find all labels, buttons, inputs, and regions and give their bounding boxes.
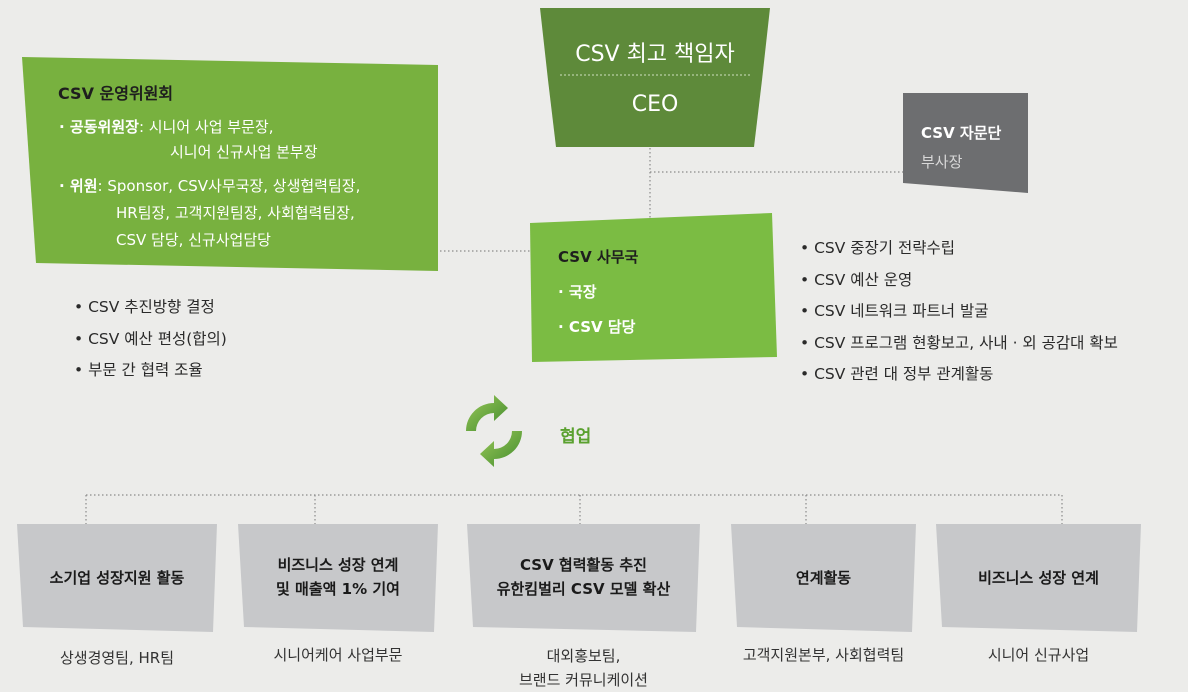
advisory-sub: 부사장 — [921, 153, 963, 171]
bullet-dot: · — [558, 283, 569, 301]
co-chair-line2: 시니어 신규사업 본부장 — [170, 143, 318, 161]
bottom-unit-title: 비즈니스 성장 연계 — [936, 566, 1141, 590]
bottom-unit-team: 시니어 신규사업 — [936, 643, 1141, 667]
bottom-unit-team-line1: 시니어 신규사업 — [987, 646, 1090, 664]
bottom-unit-box: 비즈니스 성장 연계 — [936, 524, 1141, 632]
secretariat-box: CSV 사무국 · 국장 · CSV 담당 — [530, 213, 778, 362]
member-line3: CSV 담당, 신규사업담당 — [116, 231, 271, 249]
co-chair-label: 공동위원장 — [69, 118, 139, 136]
recycle-arrows-icon — [456, 395, 532, 467]
ceo-box: CSV 최고 책임자 CEO — [540, 8, 770, 148]
list-item: CSV 프로그램 현황보고, 사내 · 외 공감대 확보 — [800, 328, 1118, 360]
bottom-unit-line2: 유한킴벌리 CSV 모델 확산 — [496, 580, 671, 598]
bottom-unit-team-line1: 시니어케어 사업부문 — [273, 646, 403, 664]
bottom-unit-line1: 연계활동 — [795, 569, 852, 587]
secretariat-title: CSV 사무국 — [558, 248, 639, 266]
bottom-unit-team-line2: 브랜드 커뮤니케이션 — [519, 671, 648, 689]
bottom-unit-title: 비즈니스 성장 연계 및 매출액 1% 기여 — [238, 553, 438, 601]
bottom-unit-team-line1: 대외홍보팀, — [546, 647, 621, 665]
advisory-title: CSV 자문단 — [921, 124, 1002, 142]
bottom-unit-team: 시니어케어 사업부문 — [238, 643, 438, 667]
bullet-dot: · — [59, 118, 70, 136]
secretariat-item: · CSV 담당 — [558, 316, 635, 337]
secretariat-item-label: CSV 담당 — [568, 318, 636, 336]
bullet-dot: · — [558, 318, 569, 336]
bottom-unit-box: 소기업 성장지원 활동 — [17, 524, 217, 632]
advisory-box: CSV 자문단 부사장 — [903, 93, 1028, 194]
bottom-unit-line2: 및 매출액 1% 기여 — [276, 580, 400, 598]
committee-box: CSV 운영위원회 · 공동위원장: 시니어 사업 부문장, 시니어 신규사업 … — [22, 57, 440, 272]
list-item: CSV 추진방향 결정 — [74, 292, 227, 324]
bottom-unit-title: 연계활동 — [731, 566, 916, 590]
secretariat-roles-list: CSV 중장기 전략수립 CSV 예산 운영 CSV 네트워크 파트너 발굴 C… — [800, 233, 1118, 391]
bottom-unit-title: 소기업 성장지원 활동 — [17, 566, 217, 590]
committee-roles-list: CSV 추진방향 결정 CSV 예산 편성(합의) 부문 간 협력 조율 — [74, 292, 227, 387]
list-item: CSV 관련 대 정부 관계활동 — [800, 359, 1118, 391]
bottom-unit-team: 상생경영팀, HR팀 — [17, 646, 217, 670]
bottom-unit-line1: 비즈니스 성장 연계 — [978, 569, 1099, 587]
member-label: 위원 — [69, 177, 98, 195]
committee-title: CSV 운영위원회 — [58, 84, 174, 103]
list-item: CSV 예산 편성(합의) — [74, 324, 227, 356]
ceo-title: CSV 최고 책임자 — [575, 42, 735, 67]
list-item: CSV 네트워크 파트너 발굴 — [800, 296, 1118, 328]
list-item: CSV 예산 운영 — [800, 265, 1118, 297]
bottom-unit-title: CSV 협력활동 추진 유한킴벌리 CSV 모델 확산 — [467, 553, 700, 601]
bullet-dot: · — [59, 177, 70, 195]
committee-co-chair-row: · 공동위원장: 시니어 사업 부문장, — [59, 116, 273, 137]
bottom-unit-box: 연계활동 — [731, 524, 916, 632]
list-item: CSV 중장기 전략수립 — [800, 233, 1118, 265]
cooperation-label: 협업 — [560, 427, 592, 447]
bottom-unit-team: 대외홍보팀, 브랜드 커뮤니케이션 — [467, 644, 700, 692]
secretariat-item: · 국장 — [558, 281, 597, 302]
bottom-unit-box: CSV 협력활동 추진 유한킴벌리 CSV 모델 확산 — [467, 524, 700, 632]
bottom-unit-line1: 비즈니스 성장 연계 — [277, 556, 399, 574]
bottom-unit-box: 비즈니스 성장 연계 및 매출액 1% 기여 — [238, 524, 438, 632]
bottom-unit-team: 고객지원본부, 사회협력팀 — [716, 643, 931, 667]
bottom-unit-team-line1: 상생경영팀, HR팀 — [59, 649, 175, 667]
member-line2: HR팀장, 고객지원팀장, 사회협력팀장, — [116, 204, 355, 222]
committee-member-row: · 위원: Sponsor, CSV사무국장, 상생협력팀장, — [59, 175, 360, 196]
list-item: 부문 간 협력 조율 — [74, 355, 227, 387]
bottom-unit-line1: 소기업 성장지원 활동 — [49, 569, 185, 587]
ceo-name: CEO — [631, 92, 679, 117]
member-line1: : Sponsor, CSV사무국장, 상생협력팀장, — [97, 177, 361, 195]
bottom-unit-line1: CSV 협력활동 추진 — [520, 556, 647, 574]
bottom-unit-team-line1: 고객지원본부, 사회협력팀 — [742, 646, 905, 664]
co-chair-line1: : 시니어 사업 부문장, — [138, 118, 274, 136]
secretariat-item-label: 국장 — [568, 283, 597, 301]
